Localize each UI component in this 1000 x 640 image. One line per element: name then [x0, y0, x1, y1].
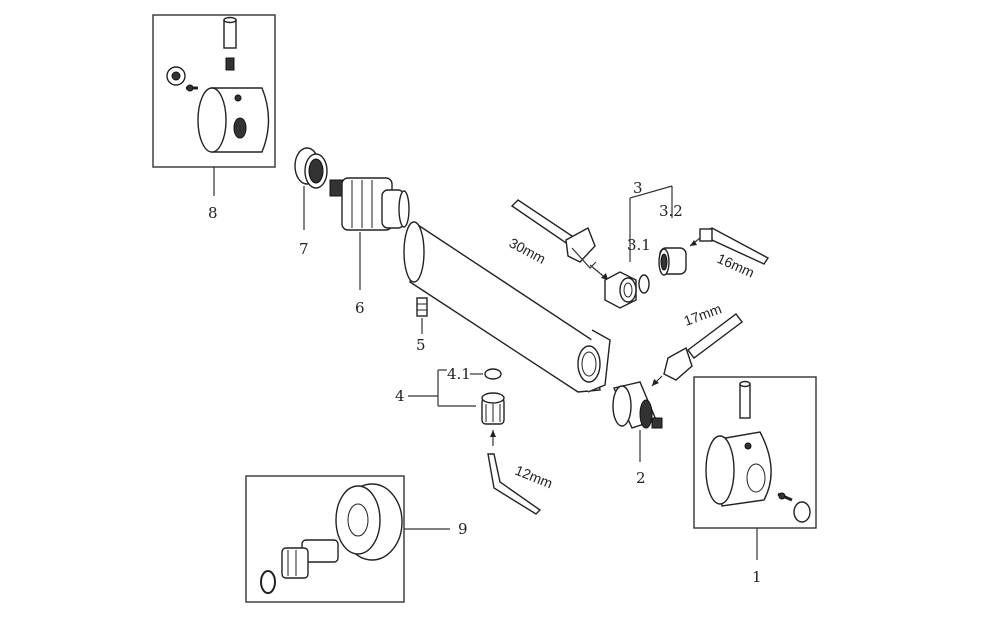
mixer-body [403, 221, 611, 393]
tool-label-12mm: 12mm [513, 462, 555, 491]
tool-label-30mm: 30mm [507, 235, 549, 267]
part-8-handle-box [152, 14, 276, 168]
wrench-30mm [510, 199, 597, 269]
part-3-nut [604, 271, 637, 309]
label-3-1: 3.1 [627, 236, 651, 254]
label-3: 3 [633, 179, 643, 197]
part-3-1-washer [638, 274, 650, 294]
label-1: 1 [752, 568, 762, 586]
hex-key-16mm [699, 227, 770, 265]
label-2: 2 [636, 469, 646, 487]
part-9-trim-box [245, 475, 405, 603]
label-9: 9 [458, 520, 468, 538]
part-2-valve [612, 381, 663, 429]
hex-key-12mm [487, 453, 542, 515]
label-4: 4 [395, 387, 405, 405]
part-4-1-washer [484, 368, 502, 380]
part-4-check-valve [481, 392, 505, 425]
part-6-cartridge [329, 177, 410, 231]
label-4-1: 4.1 [447, 365, 471, 383]
label-3-2: 3.2 [659, 202, 683, 220]
part-7-cap [294, 147, 328, 189]
label-6: 6 [355, 299, 365, 317]
part-3-2-adapter [658, 247, 687, 276]
label-7: 7 [299, 240, 309, 258]
tool-label-17mm: 17mm [682, 300, 724, 328]
part-5-screw [416, 297, 428, 317]
part-1-handle-box [693, 376, 817, 529]
label-5: 5 [416, 336, 426, 354]
label-8: 8 [208, 204, 218, 222]
wrench-17mm [663, 313, 743, 381]
